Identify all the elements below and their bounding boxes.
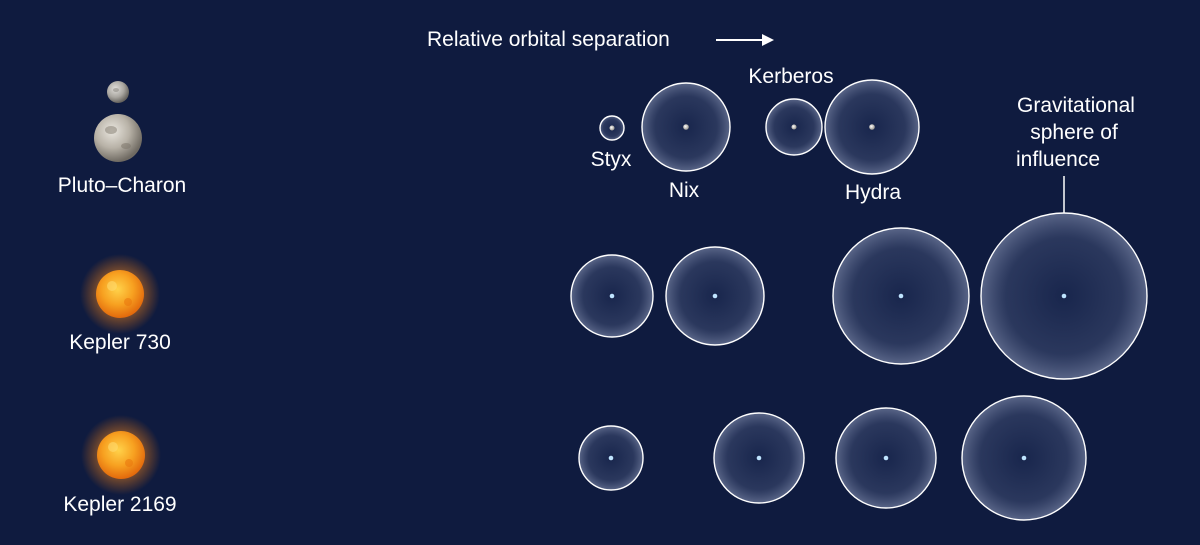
annotation-line-2: sphere of xyxy=(1030,121,1118,144)
pluto-charon-icon xyxy=(94,81,142,162)
moon-label-nix: Nix xyxy=(669,179,700,202)
moon-label-hydra: Hydra xyxy=(845,181,901,204)
sphere-of-influence-nix xyxy=(641,82,731,172)
sphere-of-influence-kepler-2169-d xyxy=(835,407,937,509)
sphere-of-influence-kerberos xyxy=(765,98,823,156)
sphere-of-influence-styx xyxy=(599,115,625,141)
sphere-of-influence-kepler-730-c xyxy=(665,246,765,346)
sphere-of-influence-kepler-730-d xyxy=(832,227,970,365)
arrow-right-icon xyxy=(716,34,774,46)
annotation-line-3: influence xyxy=(1016,148,1100,171)
sphere-of-influence-kepler-730-e xyxy=(980,212,1148,380)
moon-label-styx: Styx xyxy=(591,148,632,171)
annotation-line-1: Gravitational xyxy=(1017,94,1135,117)
star-icon xyxy=(80,254,160,334)
moon-label-kerberos: Kerberos xyxy=(748,65,833,88)
system-label-kepler-730: Kepler 730 xyxy=(69,331,171,354)
sphere-of-influence-kepler-2169-b xyxy=(578,425,644,491)
sphere-of-influence-kepler-2169-c xyxy=(713,412,805,504)
sphere-of-influence-kepler-730-b xyxy=(570,254,654,338)
sphere-of-influence-hydra xyxy=(824,79,920,175)
axis-label: Relative orbital separation xyxy=(427,28,670,51)
system-label-pluto-charon: Pluto–Charon xyxy=(58,174,186,197)
sphere-of-influence-kepler-2169-e xyxy=(961,395,1087,521)
star-icon xyxy=(81,415,161,495)
annotation-sphere-of-influence: Gravitational sphere of influence xyxy=(1016,94,1135,213)
system-label-kepler-2169: Kepler 2169 xyxy=(63,493,176,516)
